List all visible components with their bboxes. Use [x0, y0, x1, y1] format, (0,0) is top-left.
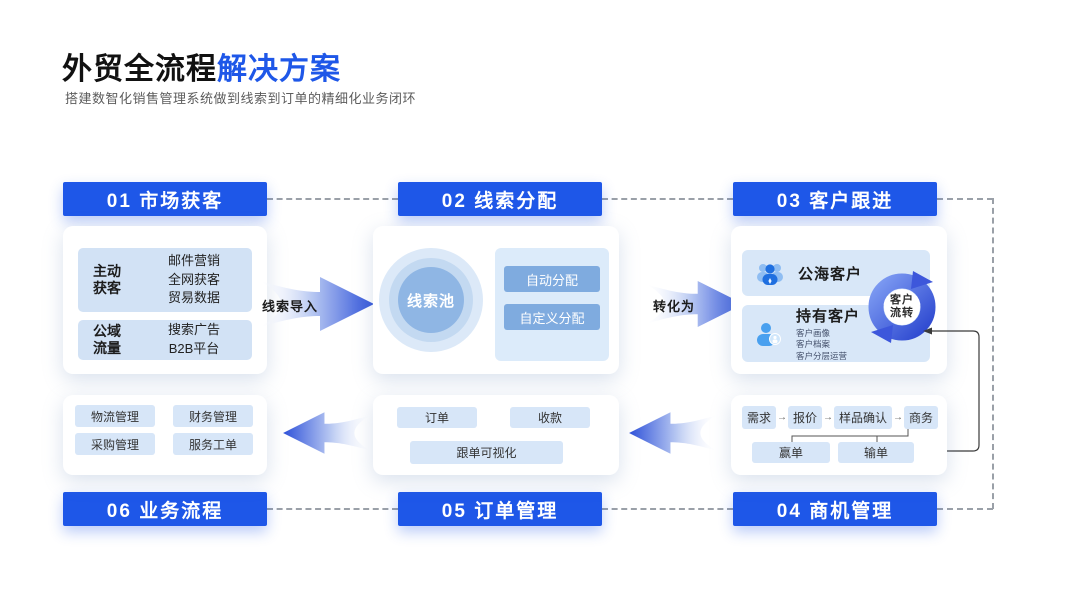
public-traffic-label: 公域 流量 [93, 322, 121, 357]
dispatch-box: 自动分配 自定义分配 [495, 248, 609, 361]
page-subtitle: 搭建数智化销售管理系统做到线索到订单的精细化业务闭环 [65, 91, 417, 106]
chip-finance: 财务管理 [173, 405, 253, 427]
active-acquisition-label: 主动 获客 [93, 262, 121, 297]
chip-logistics: 物流管理 [75, 405, 155, 427]
page-title-black: 外贸全流程 [62, 53, 217, 86]
owned-customer-sublist: 客户画像 客户档案 客户分层运营 [796, 328, 848, 361]
stage-business: 商务 [904, 406, 939, 429]
public-traffic-items: 搜索广告 B2B平台 [167, 322, 220, 356]
card-customer-follow: 公海客户 持有客户 客户画像 客户档案 客户分层运营 [731, 226, 947, 374]
arrow-lead-import-icon [260, 277, 374, 331]
stage-sample: 样品确认 [834, 406, 893, 429]
section-header-04-opportunity: 04 商机管理 [733, 492, 937, 526]
card-order-management: 订单 收款 跟单可视化 [373, 395, 619, 475]
lead-pool-label: 线索池 [406, 292, 455, 310]
owned-customer-text: 持有客户 客户画像 客户档案 客户分层运营 [796, 305, 860, 361]
chip-service-ticket: 服务工单 [173, 433, 253, 455]
owned-customer-label: 持有客户 [796, 308, 861, 326]
arrow-convert-icon [646, 281, 744, 327]
customer-cycle-icon [868, 271, 936, 343]
section-header-02-leads: 02 线索分配 [398, 182, 602, 216]
auto-dispatch-button: 自动分配 [504, 266, 600, 292]
connector-dash-03-right [937, 198, 993, 200]
lead-pool-circle: 线索池 [398, 267, 464, 333]
stage-arrow-icon: → [823, 412, 834, 423]
customer-group-icon [757, 264, 783, 285]
stage-row: 需求 → 报价 → 样品确认 → 商务 [742, 406, 939, 429]
active-acquisition-items: 邮件营销 全网获客 贸易数据 [167, 252, 220, 306]
stage-branch-connector [791, 429, 909, 442]
connector-dash-04-right [937, 508, 993, 510]
chip-purchasing: 采购管理 [75, 433, 155, 455]
connector-dash-05-04 [602, 508, 733, 510]
arrow-convert-label: 转化为 [653, 299, 696, 314]
customer-person-icon [757, 322, 781, 346]
section-header-05-orders: 05 订单管理 [398, 492, 602, 526]
arrow-orders-to-process-icon [283, 412, 371, 454]
chip-payment: 收款 [510, 407, 590, 428]
stage-arrow-icon: → [893, 412, 904, 423]
connector-dash-01-02 [267, 198, 398, 200]
connector-dash-06-05 [267, 508, 398, 510]
arrow-lead-import-label: 线索导入 [262, 299, 319, 314]
public-sea-row: 公海客户 [742, 250, 930, 296]
stage-demand: 需求 [742, 406, 777, 429]
public-traffic-box: 公域 流量 搜索广告 B2B平台 [78, 320, 252, 360]
section-header-01-market: 01 市场获客 [63, 182, 267, 216]
chip-lose: 输单 [838, 442, 914, 463]
custom-dispatch-button: 自定义分配 [504, 304, 600, 330]
connector-dash-right-vertical [992, 198, 994, 509]
active-acquisition-box: 主动 获客 邮件营销 全网获客 贸易数据 [78, 248, 252, 312]
customer-cycle-label: 客户 流转 [890, 294, 914, 320]
page-title: 外贸全流程解决方案 [62, 44, 341, 88]
card-market-acquisition: 主动 获客 邮件营销 全网获客 贸易数据 公域 流量 搜索广告 B2B平台 [63, 226, 267, 374]
connector-dash-02-03 [602, 198, 733, 200]
chip-win: 赢单 [752, 442, 830, 463]
stage-arrow-icon: → [777, 412, 788, 423]
section-header-03-follow: 03 客户跟进 [733, 182, 937, 216]
card-lead-dispatch: 线索池 自动分配 自定义分配 [373, 226, 619, 374]
chip-order-tracking: 跟单可视化 [410, 441, 563, 464]
stage-quote: 报价 [788, 406, 823, 429]
page-title-blue: 解决方案 [217, 53, 341, 86]
section-header-06-process: 06 业务流程 [63, 492, 267, 526]
chip-order: 订单 [397, 407, 477, 428]
card-business-process: 物流管理 财务管理 采购管理 服务工单 [63, 395, 267, 475]
public-sea-label: 公海客户 [798, 265, 863, 283]
arrow-opportunity-to-orders-icon [629, 412, 717, 454]
card-opportunity-management: 需求 → 报价 → 样品确认 → 商务 赢单 输单 [731, 395, 947, 475]
